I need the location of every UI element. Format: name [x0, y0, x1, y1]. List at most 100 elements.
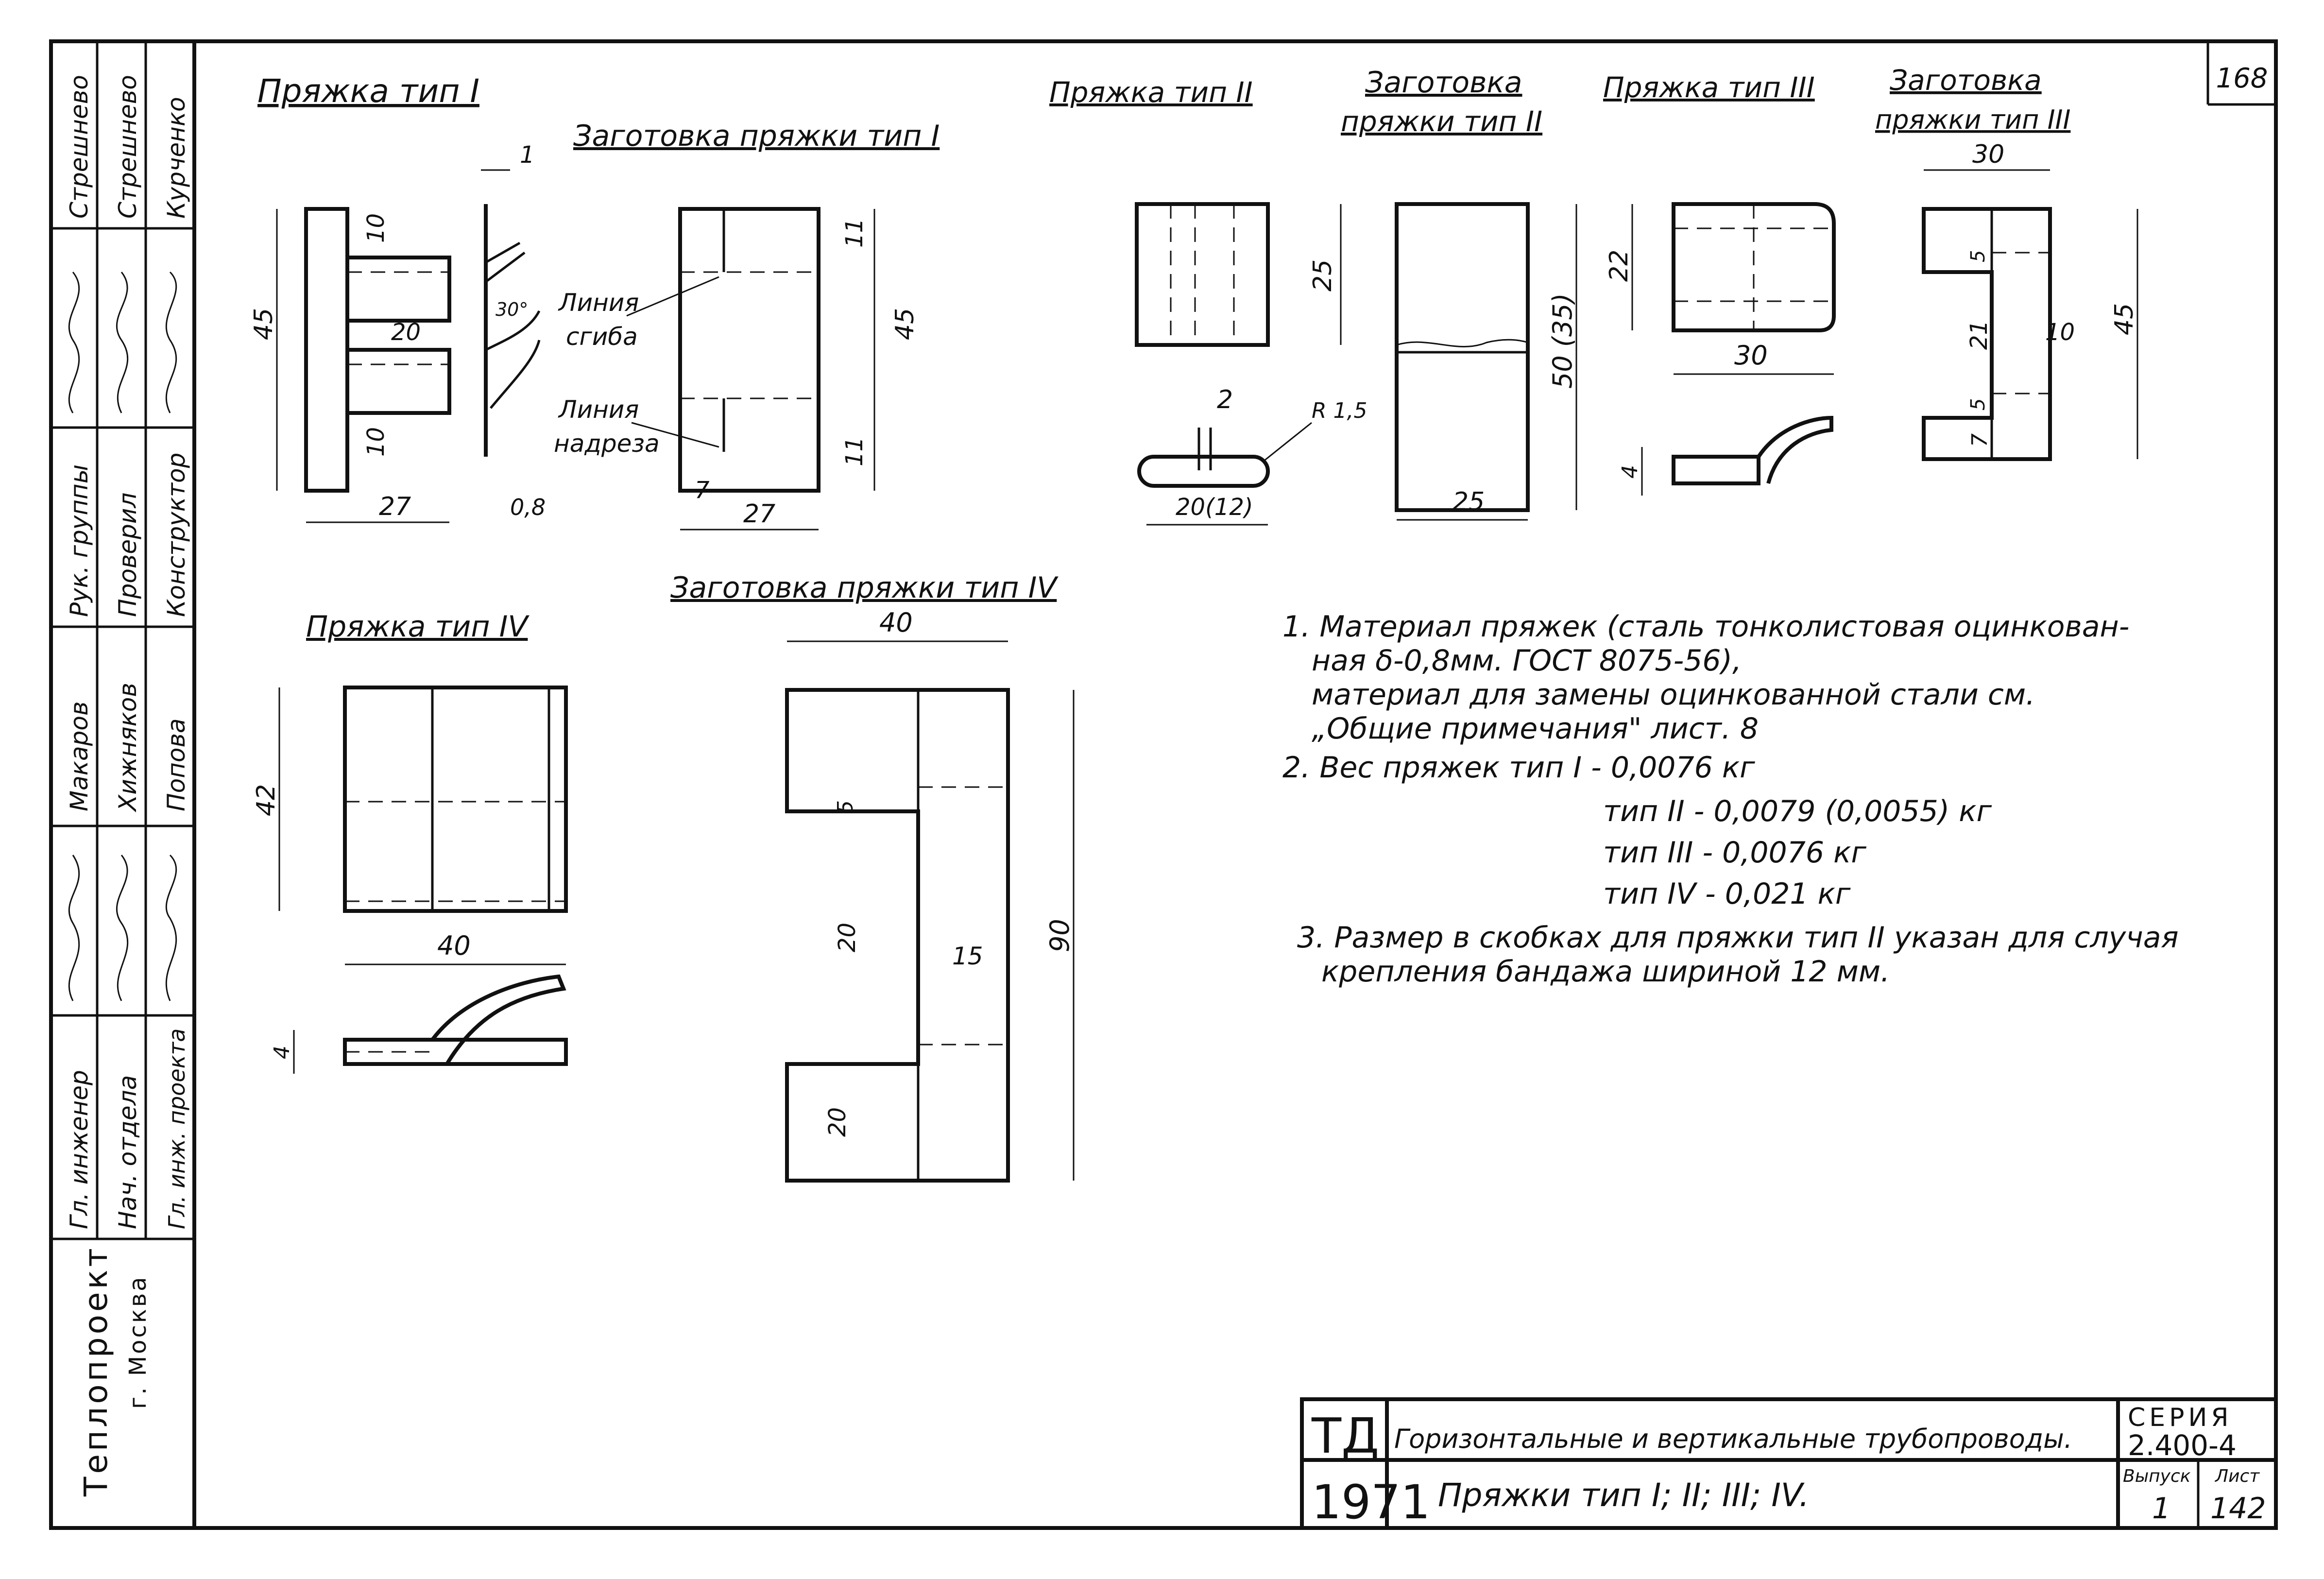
view-title: Заготовка: [1890, 64, 2042, 97]
dim-label: 10: [2045, 319, 2075, 346]
sheet-border: [49, 39, 2278, 1530]
signature-mark: [165, 271, 177, 413]
stamp-role: Проверил: [114, 493, 142, 617]
view-title: Пряжка тип II: [1049, 76, 1253, 109]
dim-label: 45: [249, 308, 278, 340]
dim-label: R 1,5: [1312, 398, 1367, 423]
stamp-role: Конструктор: [162, 453, 190, 617]
note-line: 2. Вес пряжек тип I - 0,0076 кг: [1282, 751, 1755, 785]
stamp-role: Гл. инж. проекта: [164, 1029, 190, 1229]
sheet-number: 142: [2210, 1492, 2266, 1526]
dim-label: 20(12): [1176, 494, 1253, 521]
note-line: тип II - 0,0079 (0,0055) кг: [1603, 794, 1992, 828]
title-block: ТД 1971 Горизонтальные и вертикальные тр…: [1300, 1397, 2278, 1530]
dim-label: 45: [2110, 303, 2139, 335]
dim-label: 7: [695, 477, 710, 504]
dim-label: 20: [834, 923, 861, 952]
dim-label: 27: [379, 492, 411, 521]
stamp-role: Рук. группы: [65, 464, 93, 617]
signature-mark: [116, 855, 129, 1001]
notch-line-label: надреза: [554, 429, 660, 458]
stamp-role: Гл. инженер: [65, 1070, 93, 1229]
signature-mark: [68, 272, 80, 413]
bend-line-label: сгиба: [566, 323, 638, 351]
view-buckle-type3: Пряжка тип III 22 30 4: [1603, 71, 1836, 496]
dim-label: 10: [362, 427, 390, 457]
view-title: пряжки тип III: [1875, 104, 2070, 135]
dim-label: 21: [1965, 320, 1993, 350]
title-code: ТД: [1311, 1407, 1379, 1464]
note-line: тип III - 0,0076 кг: [1603, 836, 1866, 870]
dim-label: 7: [1967, 433, 1992, 447]
dim-label: 15: [952, 942, 983, 970]
signature-mark: [68, 855, 80, 1001]
organization-name: Теплопроект: [77, 1245, 115, 1497]
bend-line-label: Линия: [558, 289, 639, 317]
view-title: пряжки тип II: [1341, 105, 1542, 138]
dim-label: 25: [1308, 259, 1337, 292]
series-label: СЕРИЯ: [2128, 1403, 2233, 1432]
view-buckle-type4: Пряжка тип IV 42 40 4: [252, 610, 568, 1074]
view-blank-type4: Заготовка пряжки тип IV 40 90 5 20 15 20: [670, 571, 1075, 1183]
view-blank-type2: Заготовка пряжки тип II 50 (35) 25: [1341, 66, 1578, 521]
sheet-label: Лист: [2214, 1466, 2260, 1486]
view-title: Заготовка пряжки тип IV: [670, 571, 1059, 605]
dim-label: 27: [743, 499, 775, 529]
drawing-subtitle: Пряжки тип I; II; III; IV.: [1438, 1476, 1809, 1514]
dim-label: 42: [252, 784, 281, 816]
signature-mark: [165, 854, 177, 1001]
dim-label: 20: [391, 319, 421, 346]
page-number-box: 168: [2206, 41, 2276, 106]
dim-label: 40: [437, 930, 471, 961]
stamp-role: Нач. отдела: [114, 1075, 142, 1229]
dim-label: 4: [1618, 465, 1642, 479]
view-title: Пряжка тип I: [257, 72, 479, 110]
view-buckle-type1: Пряжка тип I 45 10 20 10 27 1 0,8 30°: [249, 72, 546, 523]
dim-label: 30: [1972, 140, 2004, 169]
dim-label: 2: [1217, 385, 1233, 414]
dim-label: 10: [362, 213, 390, 243]
view-title: Заготовка: [1365, 66, 1522, 100]
notch-line-label: Линия: [558, 395, 639, 424]
stamp-name: Попова: [162, 718, 190, 811]
dim-label: 5: [1967, 398, 1989, 411]
view-title: Пряжка тип III: [1603, 71, 1815, 104]
note-line: материал для замены оцинкованной стали с…: [1312, 678, 2035, 712]
notes-block: 1. Материал пряжек (сталь тонколистовая …: [1282, 610, 2179, 989]
dim-label: 50 (35): [1547, 293, 1578, 389]
dim-label: 5: [1967, 250, 1989, 262]
note-line: 3. Размер в скобках для пряжки тип II ук…: [1297, 921, 2179, 955]
dim-label: 22: [1605, 250, 1634, 282]
dim-label: 30°: [496, 299, 528, 320]
note-line: ная δ-0,8мм. ГОСТ 8075-56),: [1312, 644, 1742, 678]
note-line: 1. Материал пряжек (сталь тонколистовая …: [1282, 610, 2129, 644]
note-line: „Общие примечания" лист. 8: [1312, 712, 1759, 746]
issue-number: 1: [2152, 1492, 2170, 1526]
drawing-title: Горизонтальные и вертикальные трубопрово…: [1394, 1424, 2072, 1454]
view-title: Заготовка пряжки тип I: [573, 119, 940, 153]
stamp-name: Макаров: [65, 702, 93, 811]
view-buckle-type2: Пряжка тип II 25 2 R 1,5 20(12): [1049, 76, 1367, 526]
stamp-name: Хижняков: [114, 683, 142, 813]
view-blank-type1: Заготовка пряжки тип I 45 11 11 27 7 Лин…: [554, 119, 940, 531]
organization-city: г. Москва: [124, 1275, 152, 1409]
issue-label: Выпуск: [2123, 1466, 2191, 1486]
note-line: крепления бандажа шириной 12 мм.: [1321, 955, 1890, 989]
page-number: 168: [2216, 63, 2268, 94]
series-number: 2.400-4: [2128, 1429, 2237, 1462]
dim-label: 45: [890, 308, 920, 340]
view-title: Пряжка тип IV: [306, 610, 530, 644]
stamp-column: Гл. инженер Нач. отдела Гл. инж. проекта…: [51, 41, 196, 1528]
stamp-name: Курченко: [162, 97, 190, 219]
dim-label: 4: [270, 1046, 294, 1059]
dim-label: 25: [1452, 487, 1485, 516]
dim-label: 20: [824, 1107, 851, 1137]
signature-mark: [116, 272, 129, 413]
view-blank-type3: Заготовка пряжки тип III 30 45 5 21 5 7 …: [1875, 64, 2139, 461]
dim-label: 11: [841, 437, 868, 466]
dim-label: 90: [1044, 919, 1075, 952]
note-line: тип IV - 0,021 кг: [1603, 877, 1851, 911]
dim-label: 1: [520, 141, 535, 169]
title-year: 1971: [1312, 1475, 1430, 1529]
